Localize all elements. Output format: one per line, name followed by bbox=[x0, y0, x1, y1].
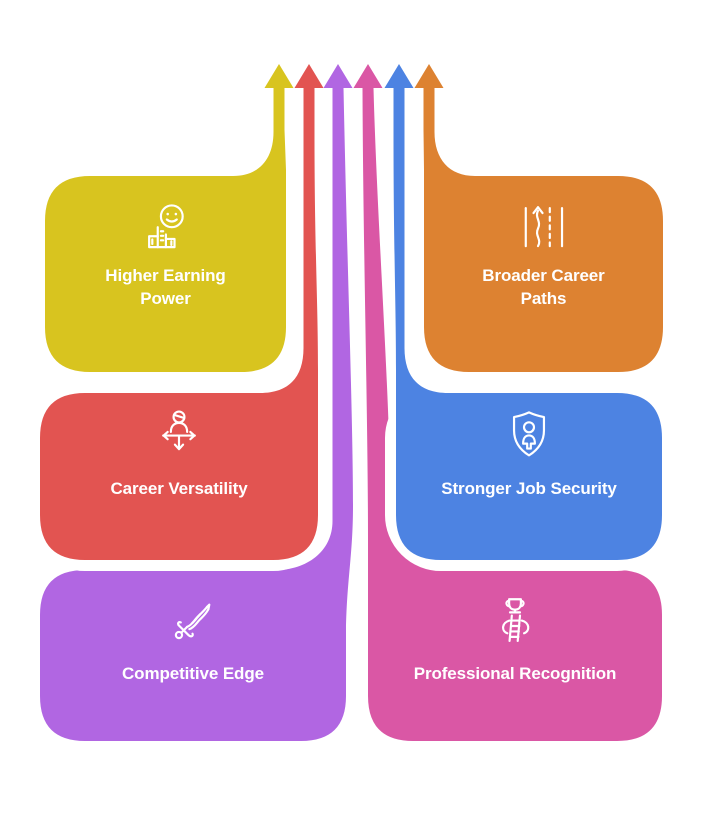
higher-earning-power-label: Higher Earning Power bbox=[105, 266, 226, 309]
career-versatility-arrow bbox=[40, 64, 324, 560]
stronger-job-security-arrow bbox=[384, 64, 662, 560]
career-versatility-label: Career Versatility bbox=[110, 479, 248, 498]
competitive-edge-label: Competitive Edge bbox=[122, 664, 264, 683]
person-directions-icon bbox=[150, 407, 208, 465]
stronger-job-security-label: Stronger Job Security bbox=[441, 479, 617, 498]
stronger-job-security-shape bbox=[384, 64, 673, 571]
broader-career-paths-arrow bbox=[414, 64, 663, 372]
money-satisfaction-icon bbox=[136, 200, 194, 258]
broader-career-paths-shape bbox=[413, 64, 674, 383]
professional-recognition-label: Professional Recognition bbox=[413, 664, 617, 683]
trophy-ladder-icon bbox=[486, 592, 544, 650]
career-versatility-shape bbox=[29, 64, 329, 571]
higher-earning-power-shape bbox=[34, 64, 297, 383]
career-paths-icon bbox=[514, 199, 572, 257]
professional-recognition-arrow bbox=[353, 64, 662, 741]
shield-person-icon bbox=[500, 406, 558, 464]
sword-icon bbox=[164, 592, 222, 650]
higher-earning-power-arrow bbox=[45, 64, 294, 372]
broader-career-paths-label: Broader Career Paths bbox=[482, 266, 605, 309]
competitive-edge-arrow bbox=[40, 64, 353, 741]
